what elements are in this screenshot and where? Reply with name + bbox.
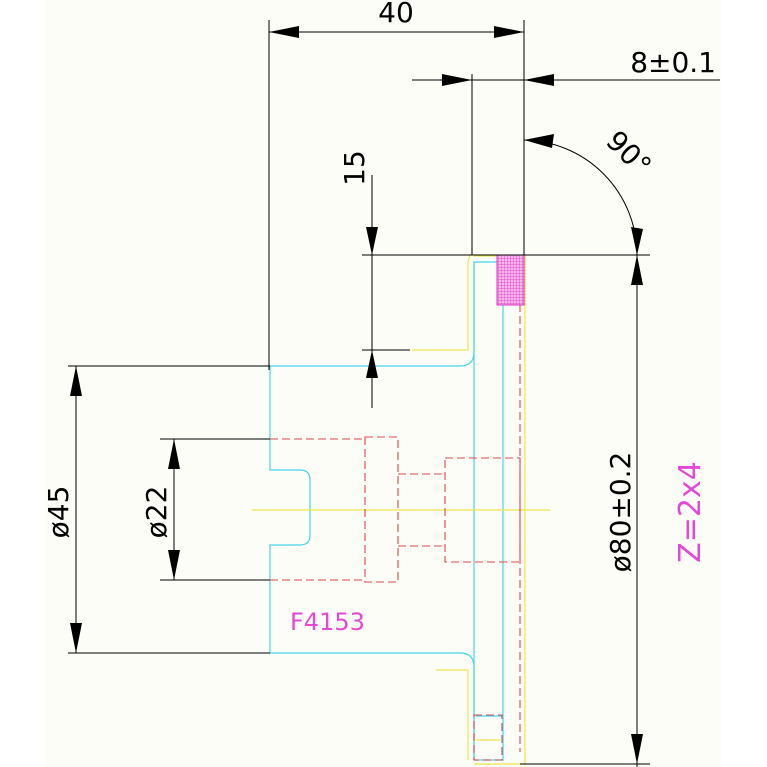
part-number-label: F4153	[290, 608, 365, 636]
dim-diameter-flange: ø80±0.2	[604, 452, 637, 573]
dim-width-40: 40	[378, 0, 414, 29]
dim-diameter-hub: ø45	[42, 486, 75, 539]
dim-offset-15: 15	[338, 150, 371, 186]
dim-diameter-bore: ø22	[140, 486, 173, 539]
tooth-section-hatch	[496, 254, 525, 306]
paper-background	[45, 0, 721, 767]
part-outline	[269, 261, 520, 761]
hidden-lines	[270, 268, 521, 761]
teeth-count-label: Z=2x4	[673, 461, 708, 563]
dim-thickness: 8±0.1	[630, 46, 716, 79]
arrowheads	[70, 26, 643, 764]
